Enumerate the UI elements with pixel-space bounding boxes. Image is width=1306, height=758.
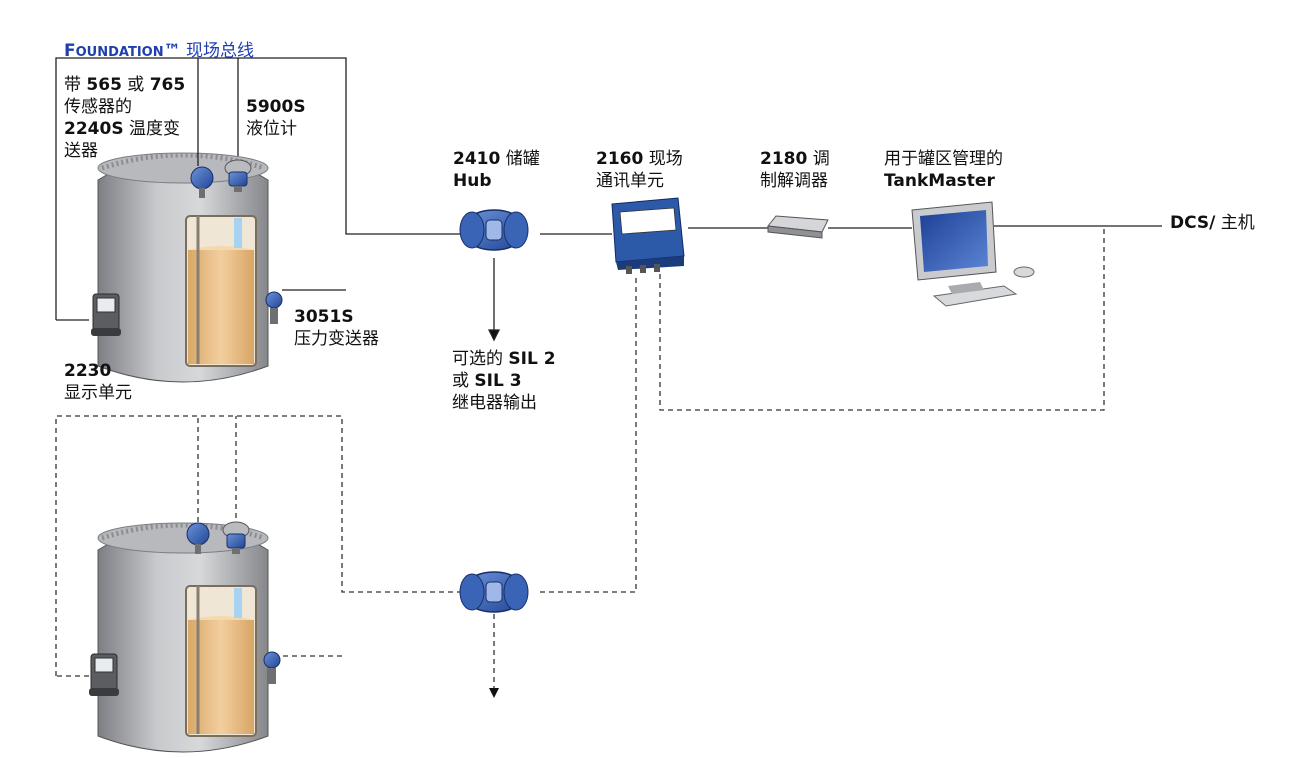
storage-tank-2	[98, 523, 268, 752]
relay-output-label: 可选的 SIL 2 或 SIL 3 继电器输出	[452, 349, 556, 413]
fieldbus-prefix: F	[64, 41, 76, 61]
dcs-host-label: DCS/ 主机	[1170, 213, 1255, 233]
tankmaster-label: 用于罐区管理的 TankMaster	[884, 149, 1003, 191]
field-communication-unit-icon	[611, 197, 685, 274]
display-unit-label: 2230 显示单元	[64, 361, 132, 403]
level-gauge-label: 5900S 液位计	[246, 97, 306, 139]
fieldbus-title: FOUNDATION™ 现场总线	[64, 36, 254, 61]
pressure-transmitter-label: 3051S 压力变送器	[294, 307, 379, 349]
tank-hub-1-icon	[459, 209, 529, 251]
modem-label: 2180 调 制解调器	[760, 149, 830, 191]
tankmaster-workstation-icon	[911, 201, 1035, 307]
fieldbus-name: OUNDATION	[75, 45, 164, 60]
temperature-transmitter-label: 带 565 或 765 传感器的 2240S 温度变 送器	[64, 75, 186, 161]
tank-hub-label: 2410 储罐 Hub	[453, 149, 540, 191]
fieldbus-tm: ™	[163, 41, 181, 61]
secondary-wiring	[55, 226, 1105, 690]
display-unit-icon	[90, 293, 122, 337]
fieldbus-wiring	[55, 57, 1162, 342]
storage-tank-1	[98, 153, 268, 382]
relay-output-2-arrow-icon	[489, 688, 499, 698]
tank-hub-2-icon	[459, 571, 529, 613]
modem-icon	[767, 215, 829, 239]
field-communication-unit-label: 2160 现场 通讯单元	[596, 149, 683, 191]
display-unit-2-icon	[88, 653, 120, 697]
fieldbus-suffix: 现场总线	[180, 41, 254, 61]
